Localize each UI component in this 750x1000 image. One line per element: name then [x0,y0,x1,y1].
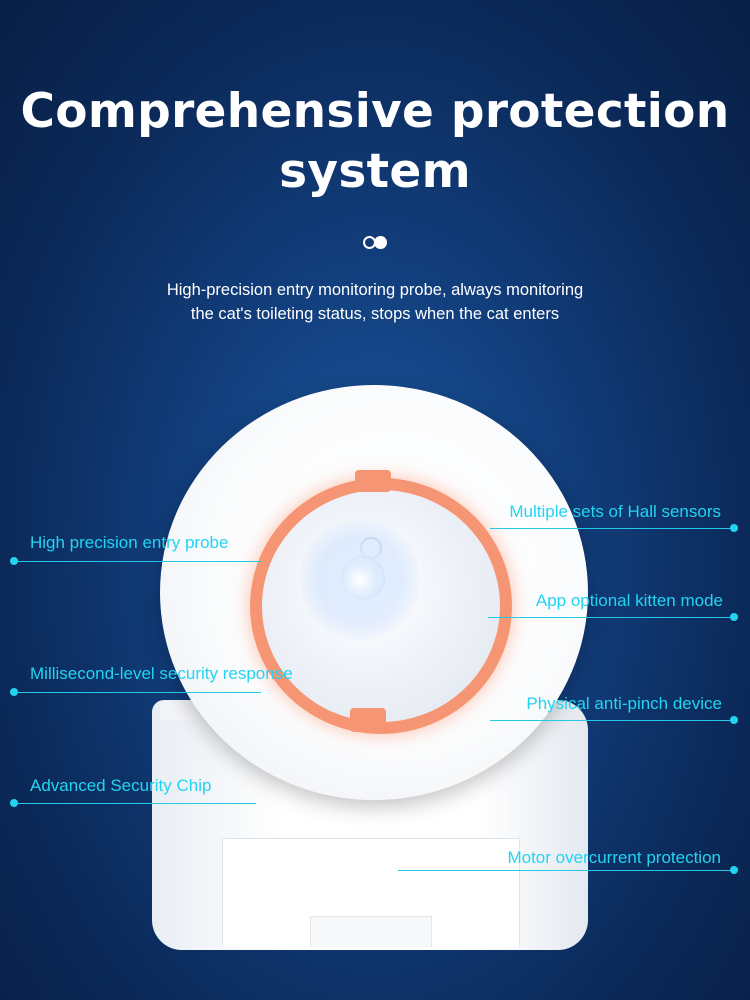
subtitle-line-1: High-precision entry monitoring probe, a… [166,281,584,299]
callout-dot-security-response [10,688,18,696]
callout-line-security-response [16,692,261,693]
page-title: Comprehensive protection system [0,82,750,202]
ring-tab-bottom [350,708,386,732]
title-line-2: system [279,144,471,199]
ring-tab-top [355,470,391,492]
callout-dot-motor-protection [730,866,738,874]
callout-hall-sensors: Multiple sets of Hall sensors [509,502,721,521]
callout-kitten-mode: App optional kitten mode [535,591,723,610]
callout-dot-security-chip [10,799,18,807]
callout-line-motor-protection [398,870,734,871]
callout-entry-probe: High precision entry probe [30,533,229,552]
callout-line-anti-pinch [490,720,734,721]
subtitle-line-2: the cat's toileting status, stops when t… [190,305,560,323]
callout-line-kitten-mode [488,617,734,618]
probe-light-glow [300,520,420,640]
callout-anti-pinch: Physical anti-pinch device [526,694,722,713]
callout-dot-anti-pinch [730,716,738,724]
subtitle: High-precision entry monitoring probe, a… [75,278,675,326]
callout-dot-hall-sensors [730,524,738,532]
callout-security-response: Millisecond-level security response [30,664,293,683]
drawer-handle [310,916,432,947]
callout-dot-kitten-mode [730,613,738,621]
callout-dot-entry-probe [10,557,18,565]
callout-line-security-chip [16,803,256,804]
callout-line-hall-sensors [490,528,734,529]
divider-dots-icon [363,235,389,249]
callout-security-chip: Advanced Security Chip [30,776,212,795]
callout-line-entry-probe [16,561,261,562]
callout-motor-protection: Motor overcurrent protection [507,848,721,867]
title-line-1: Comprehensive protection [20,84,730,139]
